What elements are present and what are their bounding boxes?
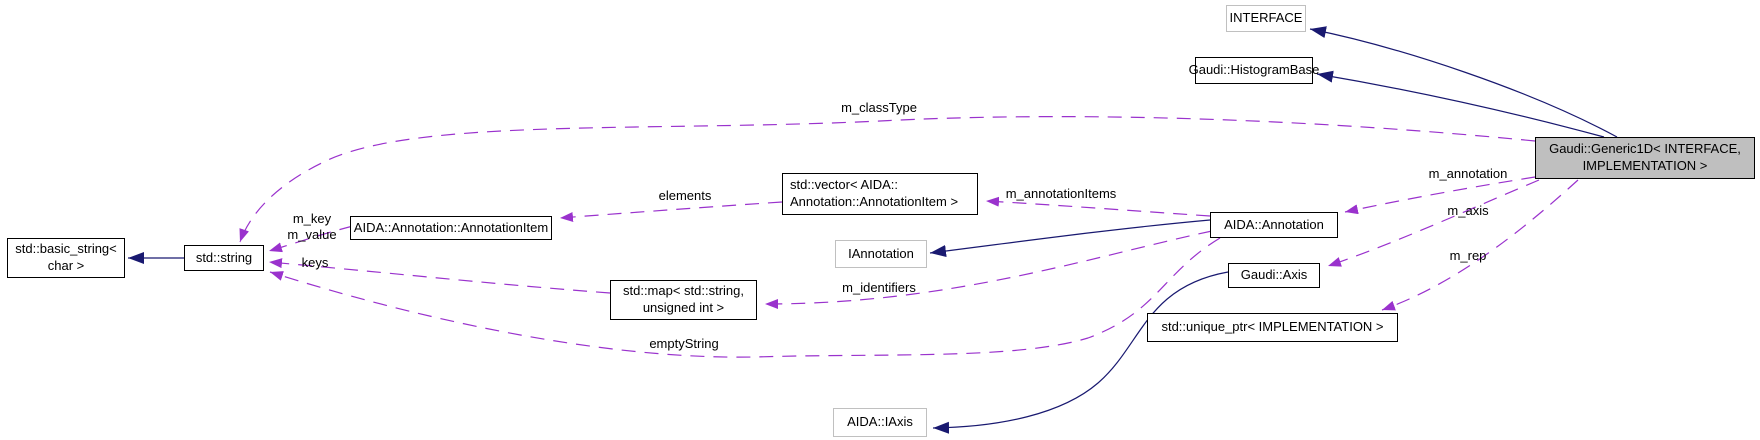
edge-usage-elements [559, 201, 783, 223]
edge-usage-keys [268, 258, 611, 294]
edge-label-elements: elements [658, 188, 712, 203]
edge-label-m-classtype: m_classType [841, 100, 917, 115]
class-node-std-basic-string[interactable]: std::basic_string< char > [7, 238, 125, 278]
class-node-std-string[interactable]: std::string [184, 245, 264, 271]
edge-usage-emptystring [269, 237, 1221, 358]
edge-label-m-axis: m_axis [1447, 203, 1489, 218]
edge-usage-m-annotation [1344, 176, 1536, 215]
edge-usage-m-rep [1381, 179, 1579, 311]
edge-usage-m-identifiers [764, 230, 1213, 309]
class-node-aida-iaxis: AIDA::IAxis [833, 408, 927, 437]
class-node-std-map[interactable]: std::map< std::string, unsigned int > [610, 280, 757, 320]
edge-usage-m-key-m-value [268, 225, 354, 253]
edge-label-emptystring: emptyString [649, 336, 719, 351]
class-node-iannotation: IAnnotation [835, 240, 927, 268]
edge-label-m-key-m-value: m_key m_value [287, 211, 337, 243]
class-node-std-vector-annotationitem[interactable]: std::vector< AIDA:: Annotation::Annotati… [782, 173, 978, 215]
edge-usage-m-annotationitems [985, 196, 1211, 217]
edge-label-m-annotationitems: m_annotationItems [1005, 186, 1117, 201]
edge-inheritance-generic1d-histogrambase [1316, 70, 1605, 138]
edge-label-m-identifiers: m_identifiers [842, 280, 916, 295]
class-node-interface: INTERFACE [1226, 5, 1306, 32]
edge-label-m-rep: m_rep [1449, 248, 1487, 263]
edge-label-m-annotation: m_annotation [1428, 166, 1508, 181]
class-node-std-unique-ptr[interactable]: std::unique_ptr< IMPLEMENTATION > [1147, 313, 1398, 342]
class-node-gaudi-histogrambase[interactable]: Gaudi::HistogramBase [1189, 57, 1319, 84]
class-node-aida-annotation[interactable]: AIDA::Annotation [1210, 212, 1338, 238]
class-node-aida-annotationitem[interactable]: AIDA::Annotation::AnnotationItem [350, 216, 552, 240]
edge-label-keys: keys [301, 255, 329, 270]
edge-inheritance-axis-iaxis [932, 271, 1229, 434]
edge-inheritance-generic1d-interface [1309, 26, 1618, 138]
edge-usage-m-axis [1327, 179, 1540, 267]
class-node-gaudi-generic1d: Gaudi::Generic1D< INTERFACE, IMPLEMENTAT… [1535, 137, 1755, 179]
edge-inheritance-annotation-iannotation [929, 219, 1211, 257]
class-node-gaudi-axis[interactable]: Gaudi::Axis [1228, 263, 1320, 288]
